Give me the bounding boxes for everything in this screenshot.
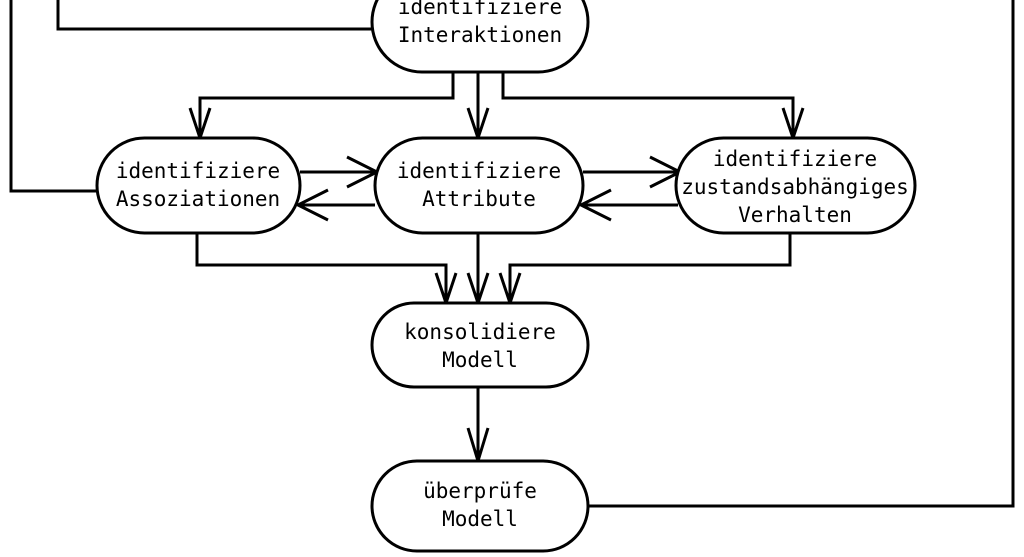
- node-label-zustandsverhalten-line1: identifiziere: [713, 147, 877, 171]
- edge-group: [9, 0, 1015, 508]
- node-shape-assoziationen: [95, 136, 302, 235]
- node-label-assoziationen-line2: Assoziationen: [116, 187, 280, 211]
- node-identifiziere-interaktionen[interactable]: identifiziere Interaktionen: [370, 0, 590, 74]
- node-ueberpruefe-modell[interactable]: überprüfe Modell: [370, 459, 590, 553]
- node-identifiziere-attribute[interactable]: identifiziere Attribute: [373, 136, 585, 235]
- node-shape-interaktionen: [370, 0, 590, 74]
- node-label-ueberpruefe-line2: Modell: [442, 507, 518, 531]
- node-group: identifiziere Interaktionen identifizier…: [95, 0, 917, 553]
- edge-ueberpruefe-feedback-right: [586, 0, 1015, 508]
- edge-offscreen-left-to-assoziationen: [9, 0, 99, 193]
- node-label-konsolidiere-line1: konsolidiere: [404, 320, 556, 344]
- node-label-interaktionen-line1: identifiziere: [398, 0, 562, 19]
- node-identifiziere-assoziationen[interactable]: identifiziere Assoziationen: [95, 136, 302, 235]
- node-shape-zustandsverhalten: [674, 136, 917, 235]
- node-label-ueberpruefe-line1: überprüfe: [423, 479, 537, 503]
- node-label-assoziationen-line1: identifiziere: [116, 159, 280, 183]
- node-shape-konsolidiere: [370, 301, 590, 389]
- arrowhead-zustandsverhalten-to-attribute: [577, 188, 612, 222]
- node-label-konsolidiere-line2: Modell: [442, 348, 518, 372]
- node-label-attribute-line2: Attribute: [422, 187, 536, 211]
- node-konsolidiere-modell[interactable]: konsolidiere Modell: [370, 301, 590, 389]
- edge-assoziationen-to-konsolidiere: [195, 233, 448, 301]
- edge-offscreen-top-to-interaktionen: [56, 0, 374, 31]
- node-label-interaktionen-line2: Interaktionen: [398, 23, 562, 47]
- node-identifiziere-zustandsabhaengiges-verhalten[interactable]: identifiziere zustandsabhängiges Verhalt…: [674, 136, 917, 235]
- arrowhead-attribute-to-assoziationen: [294, 188, 329, 222]
- node-label-zustandsverhalten-line3: Verhalten: [738, 203, 852, 227]
- edge-zustandsverhalten-to-konsolidiere: [508, 233, 792, 301]
- node-label-zustandsverhalten-line2: zustandsabhängiges: [681, 175, 909, 199]
- node-shape-attribute: [373, 136, 585, 235]
- node-label-attribute-line1: identifiziere: [397, 159, 561, 183]
- node-shape-ueberpruefe: [370, 459, 590, 553]
- edge-interaktionen-to-assoziationen: [198, 72, 455, 136]
- edge-interaktionen-to-zustandsverhalten: [501, 72, 795, 136]
